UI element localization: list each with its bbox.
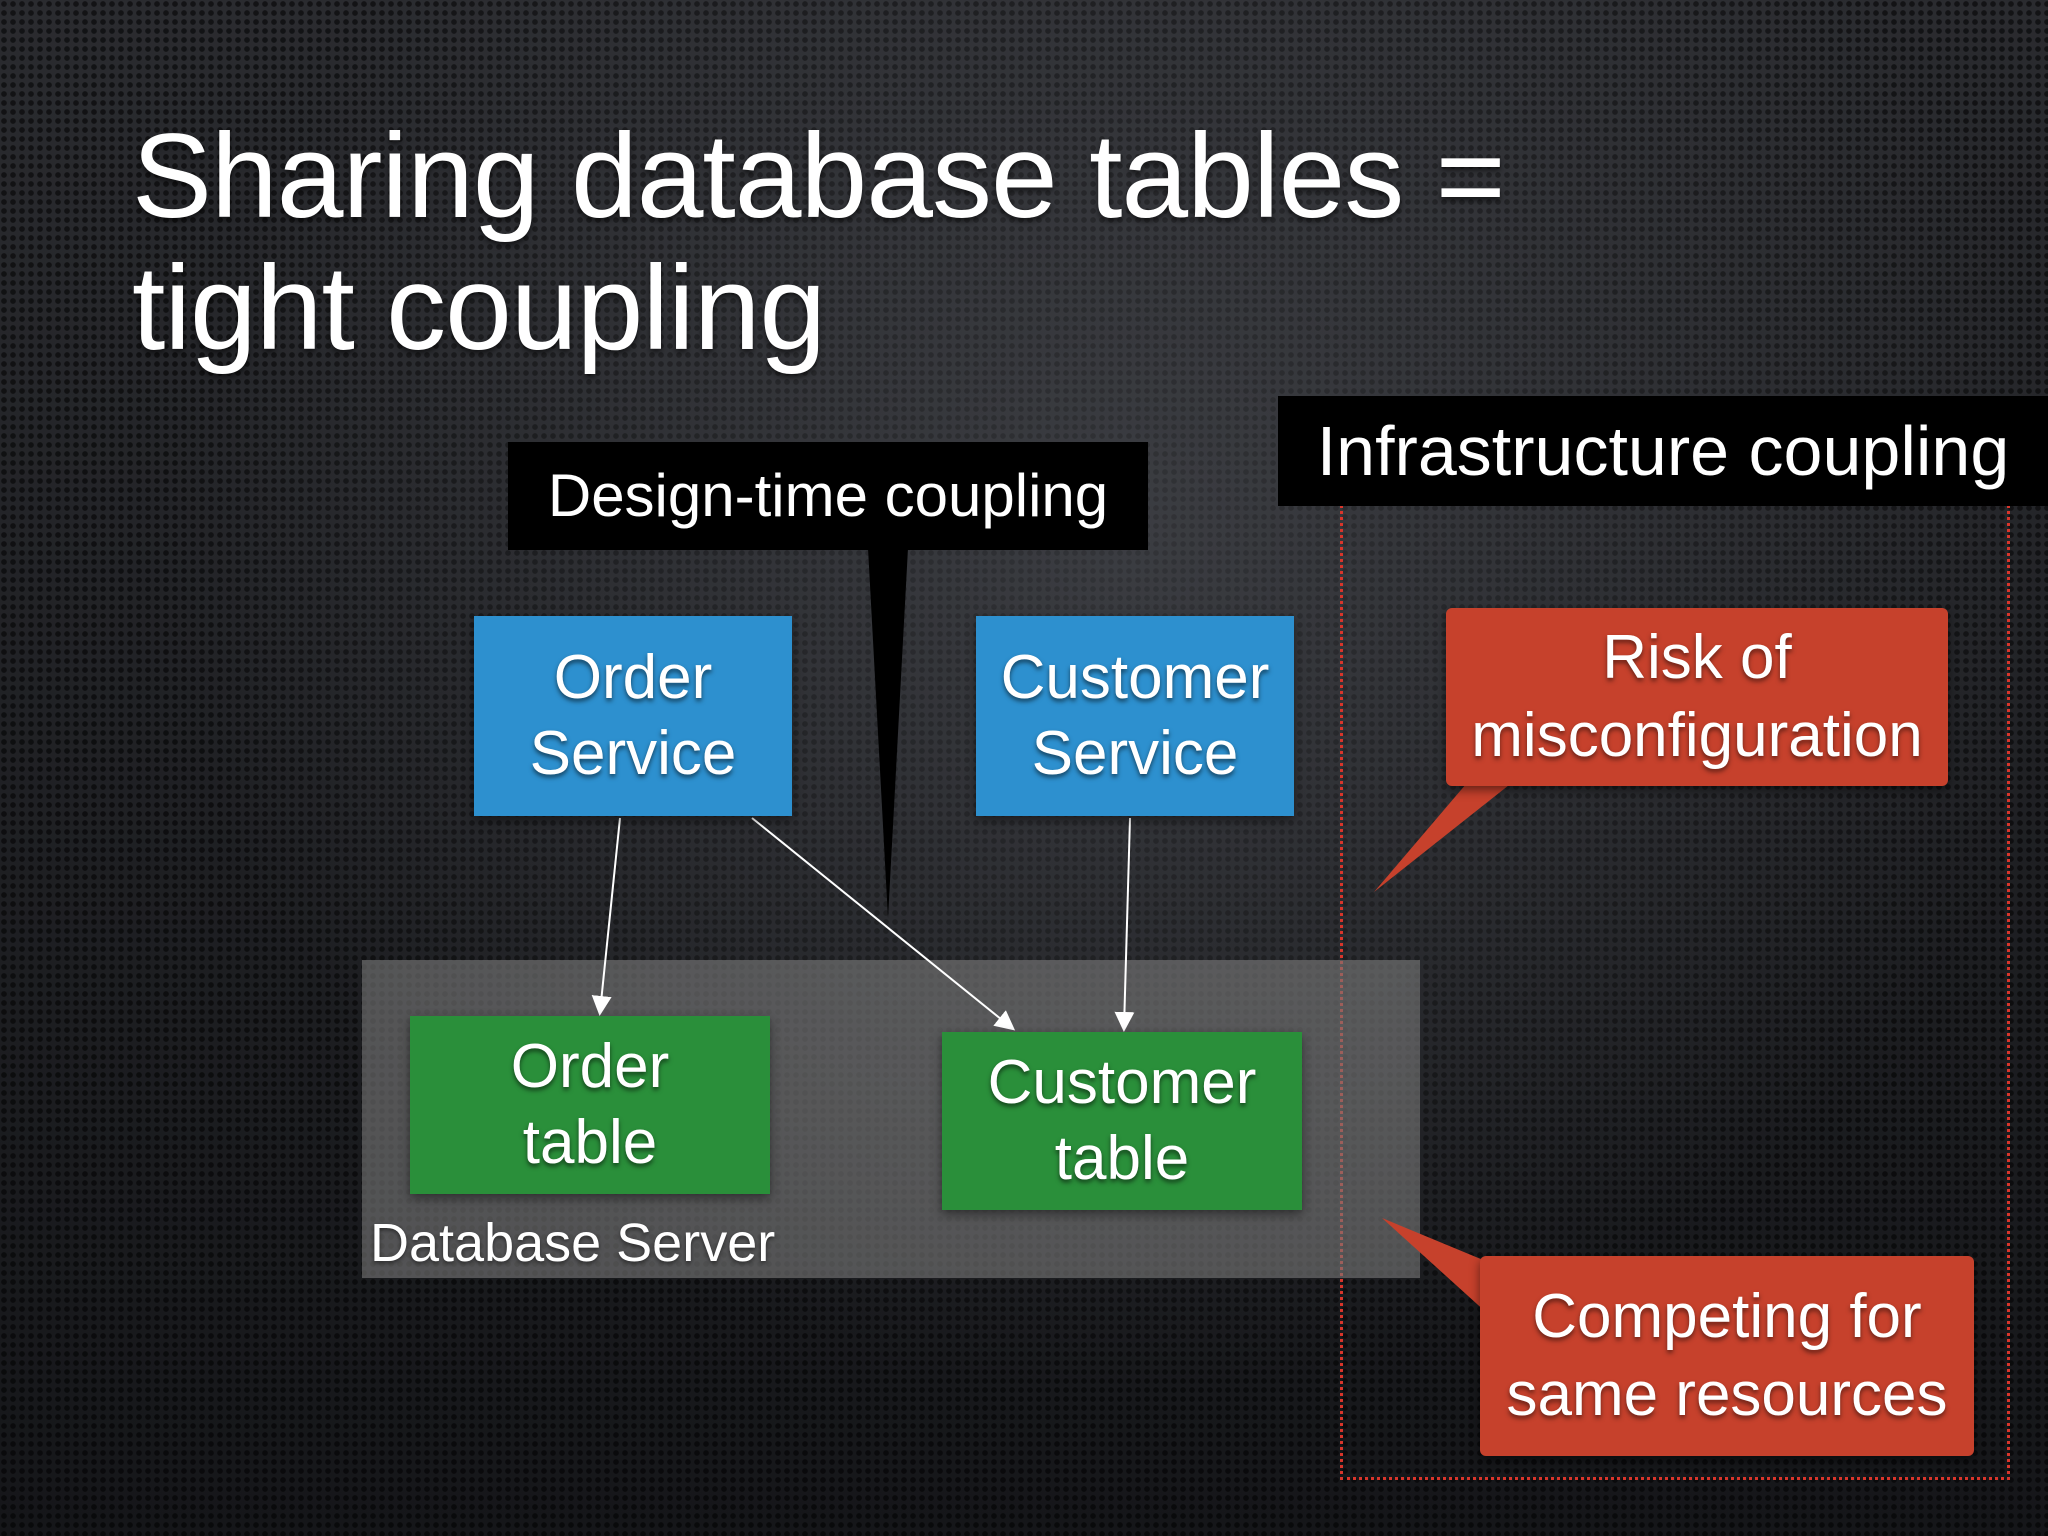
competing-callout-pointer (1382, 1218, 1488, 1314)
risk-callout-pointer (1374, 770, 1528, 892)
competing-for-resources-callout: Competing for same resources (1480, 1256, 1974, 1456)
competing-callout-line-2: same resources (1506, 1360, 1948, 1429)
order-table-line-1: Order (510, 1032, 670, 1101)
customer-service-line-1: Customer (1000, 643, 1270, 712)
competing-callout-line-1: Competing for (1532, 1282, 1922, 1351)
slide-title-line-2: tight coupling (132, 241, 826, 375)
design-time-callout-pointer (868, 548, 908, 918)
order-table-line-2: table (522, 1108, 658, 1177)
order-service-node: Order Service (474, 616, 792, 816)
customer-table-node: Customer table (942, 1032, 1302, 1210)
customer-service-node: Customer Service (976, 616, 1294, 816)
arrow-order-service-to-customer-table (751, 817, 1016, 1031)
arrow-customer-service-to-customer-table (1114, 817, 1135, 1032)
risk-callout-line-1: Risk of (1602, 623, 1792, 692)
risk-of-misconfiguration-callout: Risk of misconfiguration (1446, 608, 1948, 786)
arrow-order-service-to-order-table (591, 817, 621, 1016)
customer-table-line-2: table (1054, 1124, 1190, 1193)
customer-service-line-2: Service (1031, 719, 1239, 788)
order-service-line-1: Order (553, 643, 713, 712)
risk-callout-line-2: misconfiguration (1471, 701, 1923, 770)
customer-table-line-1: Customer (987, 1048, 1257, 1117)
order-table-node: Order table (410, 1016, 770, 1194)
infrastructure-coupling-label: Infrastructure coupling (1278, 396, 2048, 506)
slide-title: Sharing database tables = tight coupling (132, 109, 1506, 375)
database-server-label: Database Server (370, 1213, 776, 1273)
order-service-line-2: Service (529, 719, 737, 788)
slide-title-line-1: Sharing database tables = (132, 109, 1506, 243)
design-time-coupling-label: Design-time coupling (508, 442, 1148, 550)
